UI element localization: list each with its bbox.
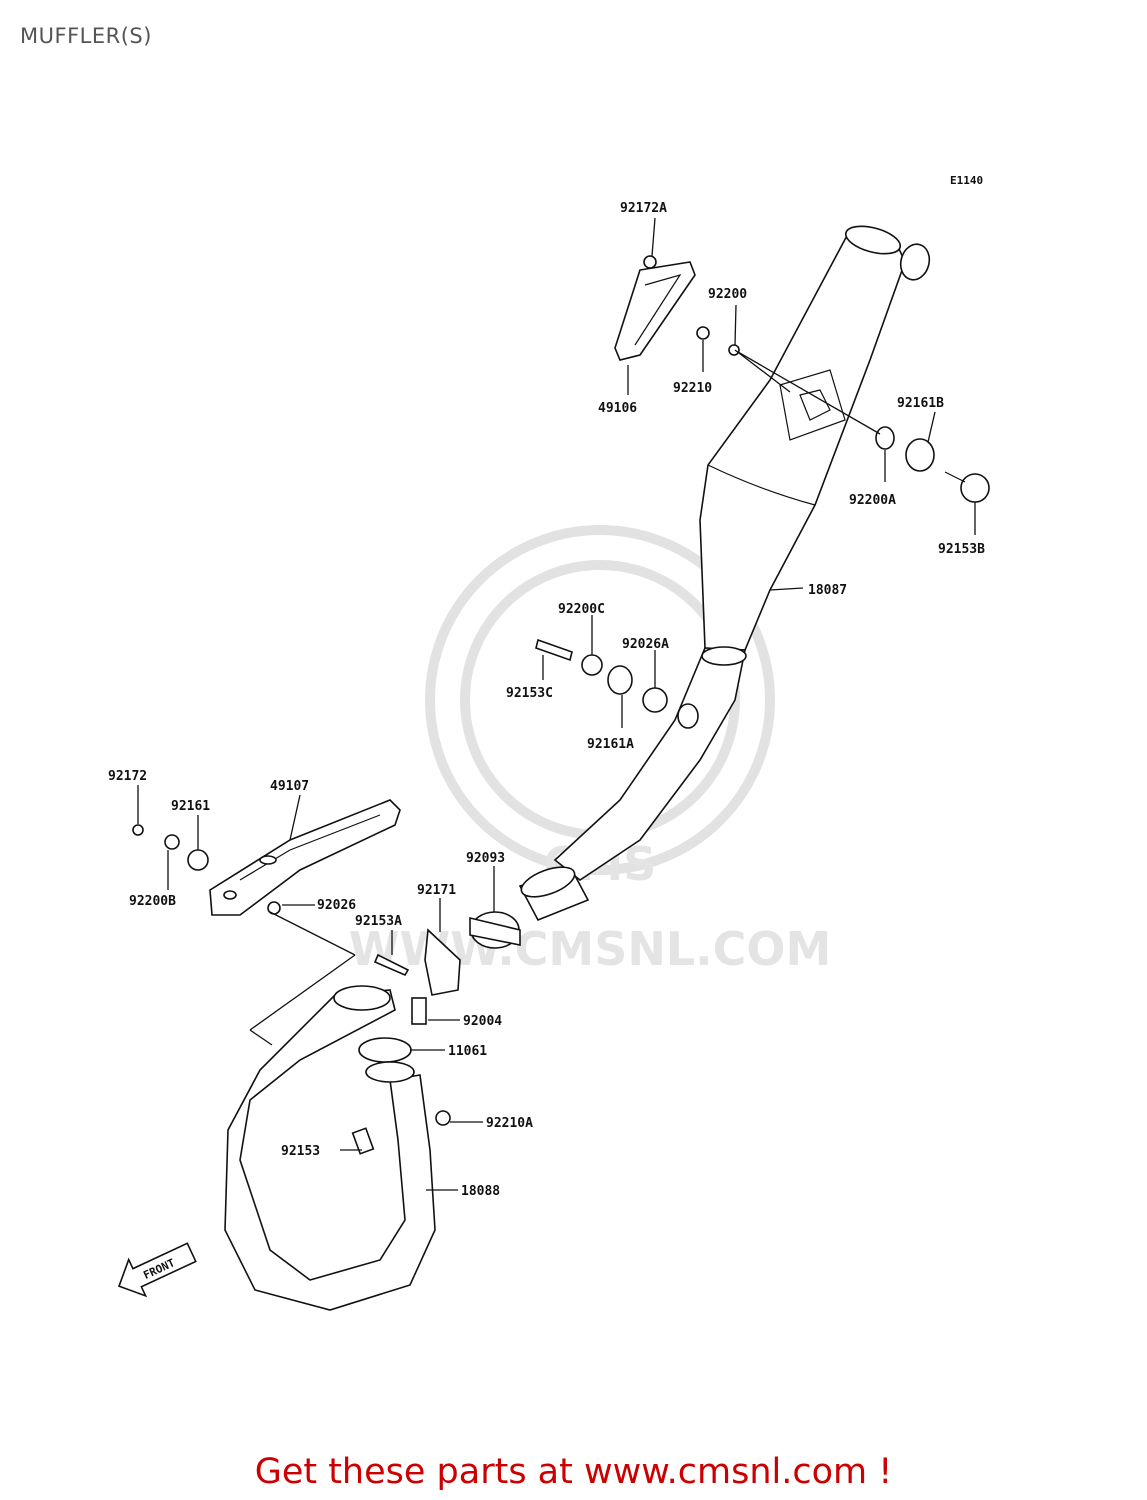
label-92161B: 92161B: [897, 396, 944, 411]
label-92153: 92153: [281, 1144, 320, 1159]
label-18087: 18087: [808, 583, 847, 598]
label-92153B: 92153B: [938, 542, 985, 557]
label-49107: 49107: [270, 779, 309, 794]
front-arrow-icon: FRONT: [118, 1242, 197, 1298]
label-92026A: 92026A: [622, 637, 669, 652]
part-labels: 92172A 92200 49106 92210 92161B 92200A 9…: [108, 201, 985, 1199]
small-hardware: [132, 255, 990, 1155]
label-92161: 92161: [171, 799, 210, 814]
label-92153A: 92153A: [355, 914, 402, 929]
watermark-url-text: WWW.CMSNL.COM: [349, 922, 832, 976]
label-18088: 18088: [461, 1184, 500, 1199]
label-11061: 11061: [448, 1044, 487, 1059]
label-49106: 49106: [598, 401, 637, 416]
leader-lines: [137, 217, 976, 1191]
label-92004: 92004: [463, 1014, 502, 1029]
muffler-parts-diagram: CMS WWW.CMSNL.COM E1140: [108, 174, 990, 1311]
label-92210: 92210: [673, 381, 712, 396]
label-92153C: 92153C: [506, 686, 553, 701]
diagram-code: E1140: [950, 174, 983, 187]
label-92093: 92093: [466, 851, 505, 866]
label-92171: 92171: [417, 883, 456, 898]
label-92210A: 92210A: [486, 1116, 533, 1131]
label-92172A: 92172A: [620, 201, 667, 216]
label-92172: 92172: [108, 769, 147, 784]
label-92200B: 92200B: [129, 894, 176, 909]
bracket-49107: [209, 799, 401, 916]
page-title: MUFFLER(S): [20, 24, 152, 48]
label-92026: 92026: [317, 898, 356, 913]
footer-cta-text: Get these parts at www.cmsnl.com !: [254, 1452, 893, 1492]
label-92200A: 92200A: [849, 493, 896, 508]
headpipe-18088: [224, 985, 436, 1311]
muffler-18087: [518, 225, 931, 922]
label-92161A: 92161A: [587, 737, 634, 752]
stay-49106: [614, 261, 696, 361]
label-92200C: 92200C: [558, 602, 605, 617]
label-92200: 92200: [708, 287, 747, 302]
